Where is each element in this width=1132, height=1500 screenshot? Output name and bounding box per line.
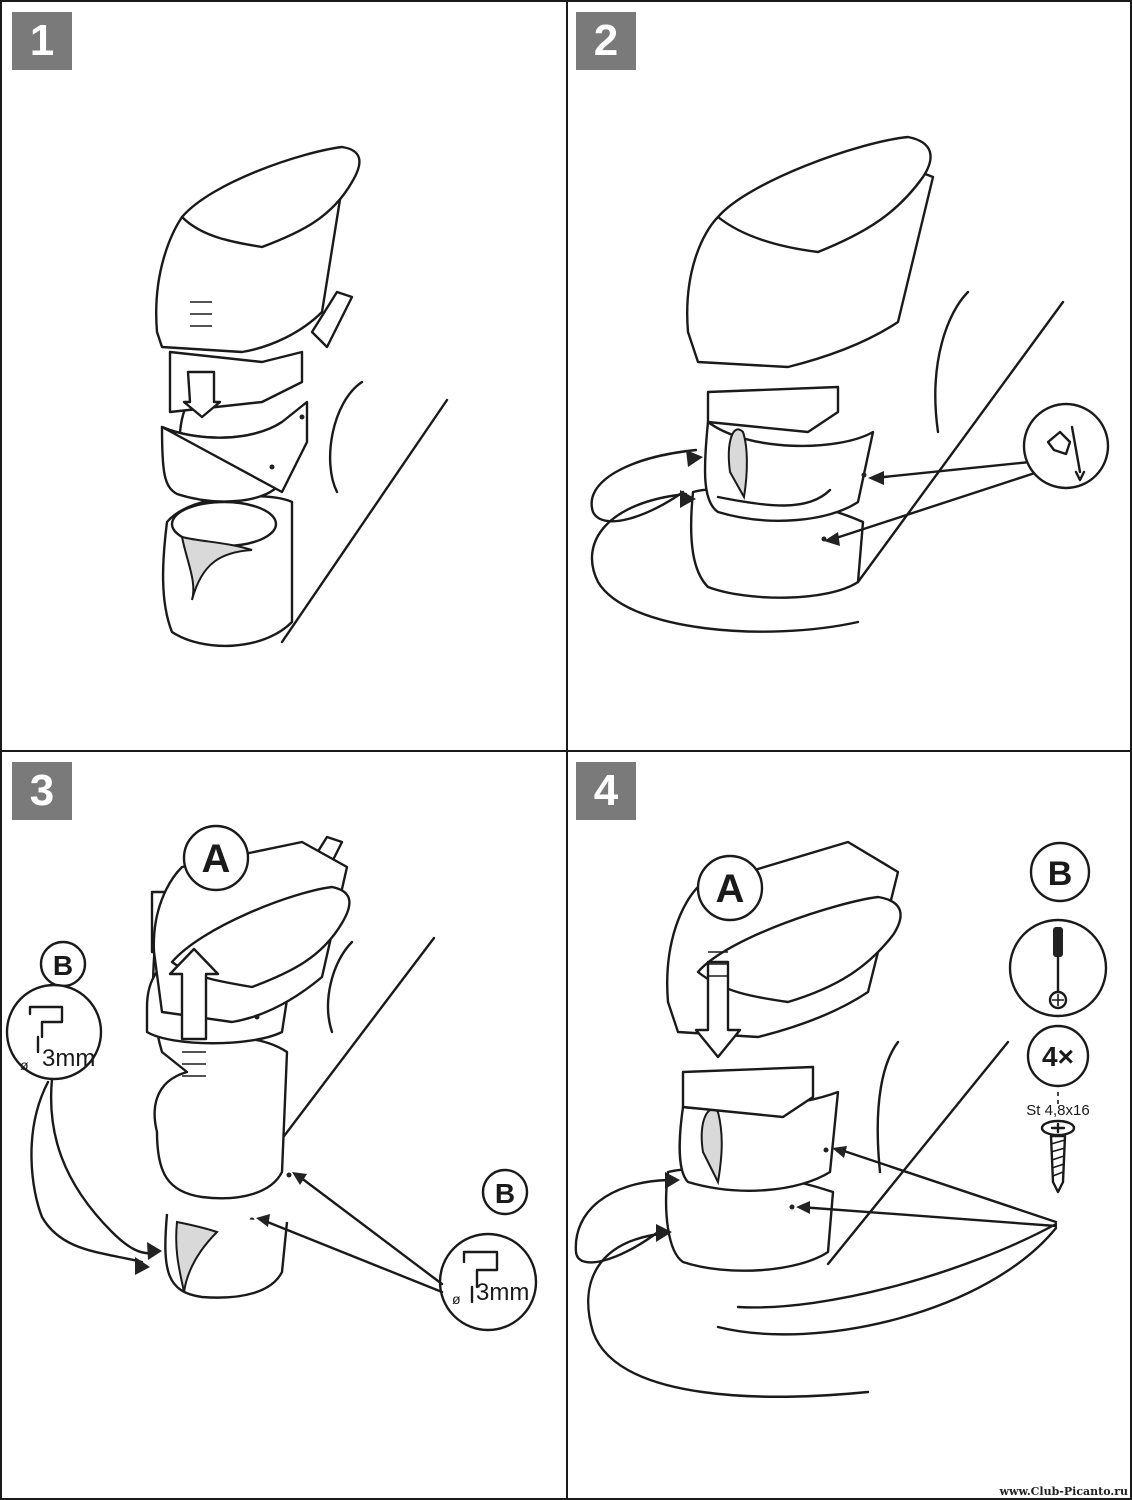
step-4-panel: 4 A B 4× St 4,8x16 — [566, 750, 1132, 1500]
step-4-number: 4 — [576, 762, 636, 820]
svg-text:ø: ø — [20, 1057, 29, 1073]
part-a-label: A — [716, 867, 745, 911]
step-2-illustration — [590, 135, 1110, 633]
pencil-mark-callout — [1022, 402, 1110, 490]
part-a-label: A — [202, 837, 231, 881]
screw-icon — [1040, 1119, 1076, 1194]
watermark: www.Club-Picanto.ru — [999, 1485, 1128, 1498]
step-2-number: 2 — [576, 12, 636, 70]
part-b-label-left: B — [53, 950, 73, 981]
part-b-badge-right — [481, 1168, 529, 1216]
step-2-panel: 2 — [566, 0, 1132, 752]
step-1-panel: 1 — [0, 0, 568, 752]
drill-size-right: 3mm — [476, 1279, 529, 1306]
screw-spec: St 4,8x16 — [1026, 1102, 1089, 1119]
step-1-number: 1 — [12, 12, 72, 70]
step-3-number: 3 — [12, 762, 72, 820]
drill-size-left: 3mm — [42, 1045, 95, 1072]
part-b-badge — [1029, 841, 1091, 903]
step-4-illustration: A B 4× St 4,8x16 — [574, 840, 1108, 1398]
part-b-label-right: B — [495, 1178, 515, 1209]
part-a-badge — [182, 824, 250, 892]
svg-text:ø: ø — [452, 1291, 461, 1307]
step-3-illustration: A B ø 3mm B ø 3mm — [5, 824, 538, 1332]
part-b-label: B — [1048, 855, 1073, 893]
screw-quantity: 4× — [1042, 1041, 1074, 1072]
quantity-badge — [1026, 1024, 1090, 1088]
step-3-panel: 3 A B ø 3mm — [0, 750, 568, 1500]
part-a-badge — [696, 854, 764, 922]
step-1-illustration — [155, 145, 449, 648]
